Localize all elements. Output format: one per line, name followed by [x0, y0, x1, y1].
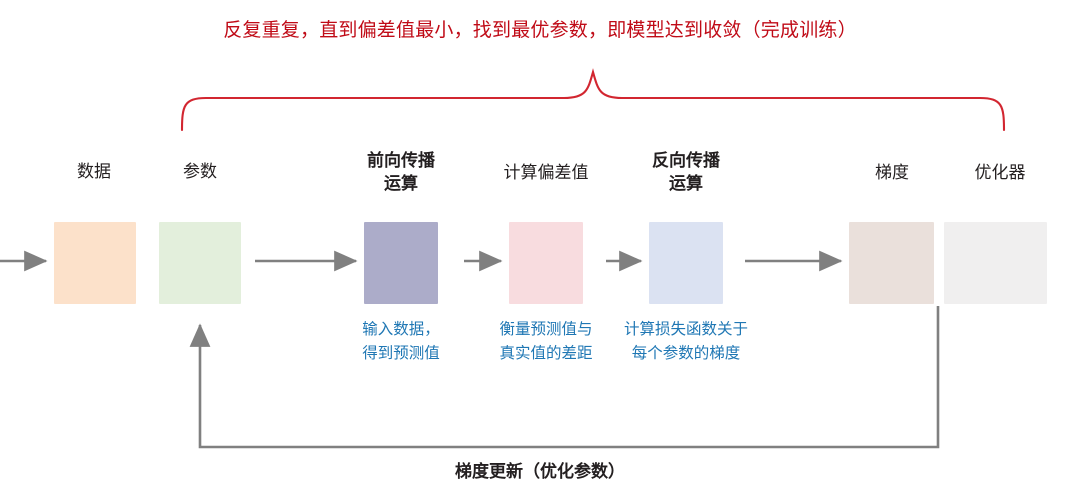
node-label-optimizer: 优化器 [941, 161, 1059, 184]
node-label-optimizer-line-1: 优化器 [974, 163, 1026, 182]
feedback-loop-gradient-to-parameters [189, 306, 940, 449]
node-label-forward-propagation-line-2: 运算 [384, 174, 418, 193]
node-label-back-propagation-line-1: 反向传播 [652, 151, 720, 170]
node-note-forward-propagation-line-2: 得到预测值 [362, 345, 440, 362]
node-label-compute-loss-line-1: 计算偏差值 [503, 163, 589, 182]
node-note-back-propagation-line-1: 计算损失函数关于 [623, 321, 748, 338]
node-box-gradient [849, 222, 934, 304]
node-box-optimizer [944, 222, 1047, 304]
diagram-title: 反复重复，直到偏差值最小，找到最优参数，即模型达到收敛（完成训练） [223, 20, 857, 41]
node-box-parameters [159, 222, 241, 304]
node-label-parameters-line-1: 参数 [183, 162, 217, 181]
node-note-compute-loss-line-1: 衡量预测值与 [499, 321, 593, 338]
node-box-data [54, 222, 136, 304]
node-label-data-line-1: 数据 [77, 162, 111, 181]
node-label-compute-loss: 计算偏差值 [481, 161, 611, 184]
node-note-compute-loss-line-2: 真实值的差距 [499, 345, 593, 362]
node-label-gradient-line-1: 梯度 [875, 163, 909, 182]
node-note-back-propagation: 计算损失函数关于 每个参数的梯度 [612, 318, 760, 366]
node-label-back-propagation-line-2: 运算 [669, 174, 703, 193]
node-note-forward-propagation: 输入数据， 得到预测值 [336, 318, 466, 366]
convergence-brace [150, 62, 1020, 137]
node-note-compute-loss: 衡量预测值与 真实值的差距 [472, 318, 620, 366]
node-label-parameters: 参数 [146, 160, 254, 183]
node-label-data: 数据 [40, 160, 148, 183]
node-note-forward-propagation-line-1: 输入数据， [362, 321, 440, 338]
node-label-forward-propagation-line-1: 前向传播 [367, 151, 435, 170]
node-box-forward-propagation [364, 222, 438, 304]
node-label-gradient: 梯度 [838, 161, 946, 184]
node-box-compute-loss [509, 222, 583, 304]
node-label-back-propagation: 反向传播 运算 [626, 149, 746, 195]
node-note-back-propagation-line-2: 每个参数的梯度 [631, 345, 741, 362]
feedback-loop-caption: 梯度更新（优化参数） [455, 462, 625, 481]
node-box-back-propagation [649, 222, 723, 304]
node-label-forward-propagation: 前向传播 运算 [341, 149, 461, 195]
